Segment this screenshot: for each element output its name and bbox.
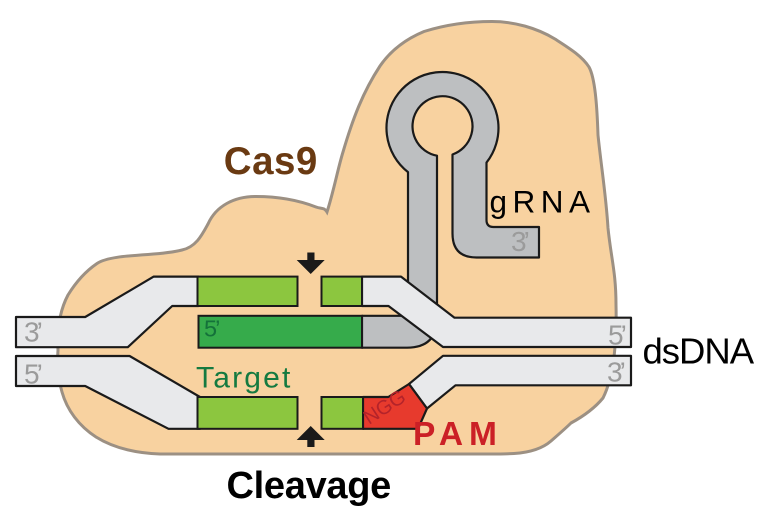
svg-text:gRNA: gRNA [490, 184, 596, 220]
svg-text:3’: 3’ [607, 357, 625, 388]
svg-text:3’: 3’ [511, 226, 529, 257]
svg-text:Cleavage: Cleavage [227, 465, 391, 507]
svg-text:PAM: PAM [413, 416, 503, 453]
svg-text:3’: 3’ [24, 317, 42, 348]
svg-text:Cas9: Cas9 [224, 140, 318, 183]
svg-text:dsDNA: dsDNA [643, 331, 755, 372]
svg-text:5’: 5’ [204, 316, 219, 342]
svg-text:5’: 5’ [608, 320, 626, 351]
svg-text:Target: Target [196, 362, 293, 395]
svg-text:5’: 5’ [24, 359, 42, 390]
